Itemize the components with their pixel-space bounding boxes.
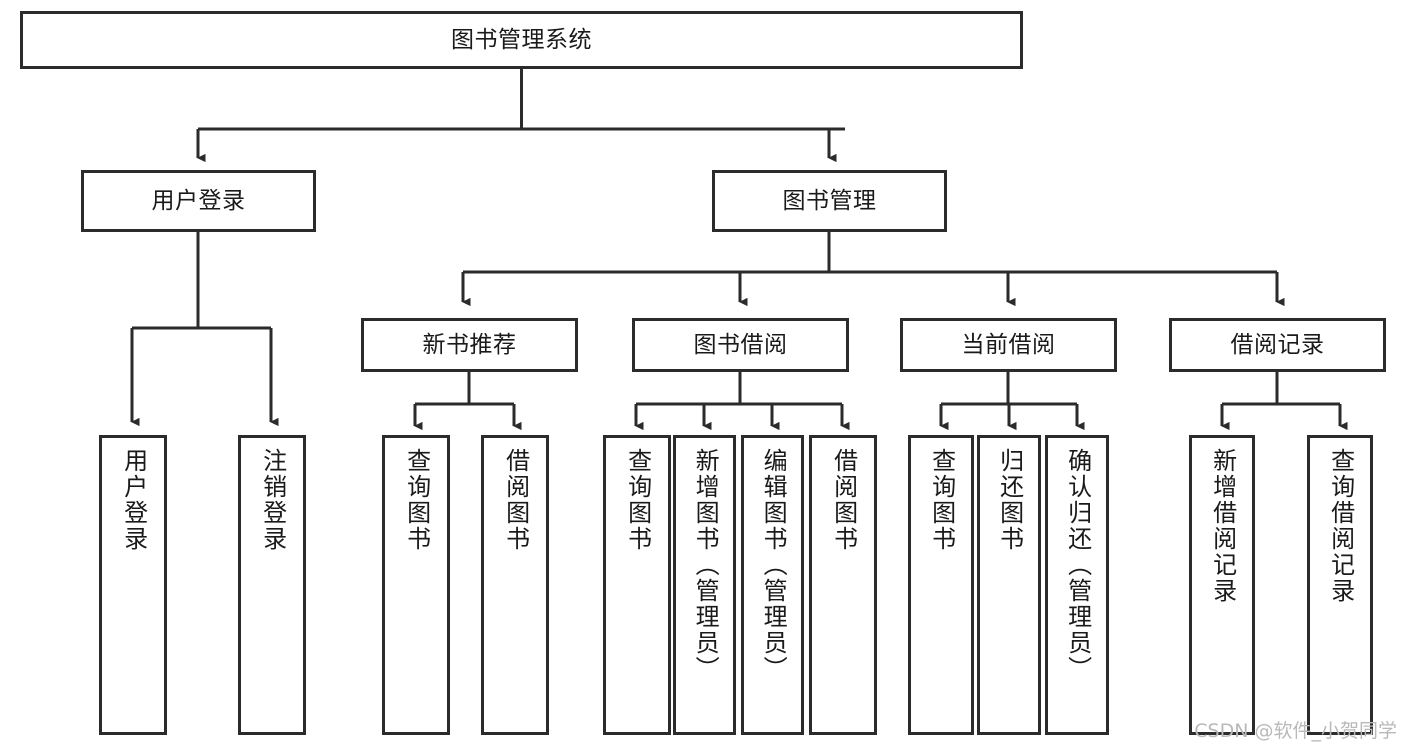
leaf-logout-login[interactable]: 注销登录 <box>238 435 306 735</box>
node-current-borrow-label: 当前借阅 <box>961 331 1056 358</box>
node-new-book-rec[interactable]: 新书推荐 <box>361 318 578 372</box>
leaf-query-book-1[interactable]: 查询图书 <box>382 435 450 735</box>
node-user-login-label: 用户登录 <box>151 187 246 214</box>
leaf-borrow-book-2[interactable]: 借阅图书 <box>809 435 877 735</box>
leaf-add-borrow-record[interactable]: 新增借阅记录 <box>1189 435 1255 735</box>
node-book-borrow[interactable]: 图书借阅 <box>632 318 849 372</box>
node-borrow-record-label: 借阅记录 <box>1230 331 1325 358</box>
node-book-manage-label: 图书管理 <box>782 187 877 214</box>
leaf-borrow-book-1[interactable]: 借阅图书 <box>481 435 549 735</box>
csdn-watermark: CSDN @软件_小贺同学 <box>1194 720 1397 742</box>
leaf-edit-book-label: 编辑图书（管理员） <box>759 448 788 682</box>
leaf-query-book-3-label: 查询图书 <box>927 448 956 552</box>
node-book-borrow-label: 图书借阅 <box>693 331 788 358</box>
node-root-label: 图书管理系统 <box>451 26 592 53</box>
leaf-add-book[interactable]: 新增图书（管理员） <box>673 435 736 735</box>
leaf-add-book-label: 新增图书（管理员） <box>691 448 720 682</box>
leaf-borrow-book-1-label: 借阅图书 <box>501 448 530 552</box>
leaf-return-book[interactable]: 归还图书 <box>977 435 1041 735</box>
leaf-query-book-2-label: 查询图书 <box>623 448 652 552</box>
node-current-borrow[interactable]: 当前借阅 <box>900 318 1117 372</box>
node-root[interactable]: 图书管理系统 <box>20 11 1023 69</box>
leaf-confirm-return[interactable]: 确认归还（管理员） <box>1045 435 1109 735</box>
leaf-query-borrow-record-label: 查询借阅记录 <box>1326 448 1355 604</box>
leaf-user-login-label: 用户登录 <box>119 448 148 552</box>
leaf-user-login[interactable]: 用户登录 <box>99 435 167 735</box>
node-user-login[interactable]: 用户登录 <box>81 170 316 232</box>
leaf-edit-book[interactable]: 编辑图书（管理员） <box>741 435 804 735</box>
leaf-confirm-return-label: 确认归还（管理员） <box>1063 448 1092 682</box>
leaf-query-book-3[interactable]: 查询图书 <box>908 435 974 735</box>
node-new-book-rec-label: 新书推荐 <box>422 331 517 358</box>
leaf-query-book-1-label: 查询图书 <box>402 448 431 552</box>
leaf-query-book-2[interactable]: 查询图书 <box>603 435 671 735</box>
leaf-logout-login-label: 注销登录 <box>258 448 287 552</box>
leaf-query-borrow-record[interactable]: 查询借阅记录 <box>1307 435 1373 735</box>
leaf-borrow-book-2-label: 借阅图书 <box>829 448 858 552</box>
leaf-add-borrow-record-label: 新增借阅记录 <box>1208 448 1237 604</box>
node-borrow-record[interactable]: 借阅记录 <box>1169 318 1386 372</box>
leaf-return-book-label: 归还图书 <box>995 448 1024 552</box>
node-book-manage[interactable]: 图书管理 <box>712 170 947 232</box>
